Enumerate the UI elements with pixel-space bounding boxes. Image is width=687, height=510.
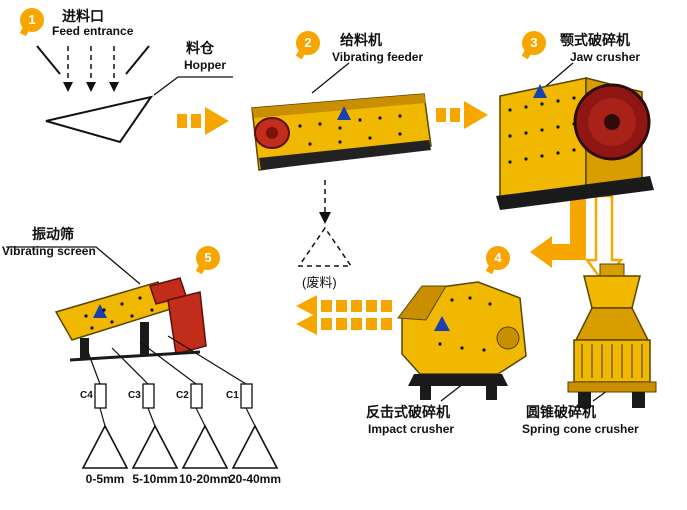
feed-flow-arrows-icon bbox=[63, 46, 119, 92]
step-badge-5: 5 bbox=[196, 246, 220, 270]
step-badge-4: 4 bbox=[486, 246, 510, 270]
impact-crusher-label-en: Impact crusher bbox=[368, 422, 455, 436]
vibrating-feeder-illustration bbox=[251, 93, 432, 171]
product-pile-icons bbox=[81, 424, 279, 469]
arrow-crushers-to-screen-top-icon bbox=[296, 295, 392, 317]
vibrating-feeder-label-en: Vibrating feeder bbox=[332, 50, 424, 64]
pile-size-20-40: 20-40mm bbox=[228, 472, 282, 486]
arrow-crushers-to-screen-bottom-icon bbox=[296, 313, 392, 335]
grade-code-c1: C1 bbox=[226, 390, 239, 401]
impact-crusher-illustration bbox=[397, 281, 527, 400]
arrow-feeder-to-jaw-icon bbox=[436, 101, 488, 129]
pile-size-10-20: 10-20mm bbox=[178, 472, 232, 486]
screen-output-lines bbox=[87, 335, 256, 427]
cone-crusher-label-en: Spring cone crusher bbox=[522, 422, 639, 436]
step-badge-2: 2 bbox=[296, 31, 320, 55]
step-badge-1: 1 bbox=[20, 8, 44, 32]
hopper-label-en: Hopper bbox=[184, 58, 226, 72]
jaw-crusher-illustration bbox=[496, 77, 654, 210]
vibrating-screen-illustration bbox=[54, 277, 207, 362]
vibrating-screen-label-en: Vibrating screen bbox=[2, 244, 96, 258]
vibrating-screen-label-zh: 振动筛 bbox=[32, 226, 74, 242]
vibrating-feeder-label-zh: 给料机 bbox=[340, 32, 382, 48]
hopper-funnel-icon bbox=[36, 45, 150, 75]
feed-entrance-label-zh: 进料口 bbox=[62, 8, 104, 24]
grade-boxes bbox=[94, 383, 253, 409]
grade-code-c4: C4 bbox=[80, 390, 93, 401]
hopper-wedge-icon bbox=[45, 95, 154, 144]
hopper-label-zh: 料仓 bbox=[186, 40, 214, 56]
waste-label: (废料) bbox=[302, 275, 337, 290]
arrow-jaw-down-left-icon bbox=[530, 192, 586, 268]
jaw-crusher-label-zh: 颚式破碎机 bbox=[560, 32, 630, 48]
cone-crusher-illustration bbox=[567, 263, 657, 408]
pile-size-0-5: 0-5mm bbox=[85, 472, 125, 486]
grade-code-c2: C2 bbox=[176, 390, 189, 401]
impact-crusher-label-zh: 反击式破碎机 bbox=[366, 404, 450, 420]
pile-size-5-10: 5-10mm bbox=[132, 472, 178, 486]
step-badge-3: 3 bbox=[522, 31, 546, 55]
feed-entrance-label-en: Feed entrance bbox=[52, 24, 134, 38]
cone-crusher-label-zh: 圆锥破碎机 bbox=[526, 404, 596, 420]
waste-arrow-icon bbox=[297, 180, 353, 267]
jaw-crusher-label-en: Jaw crusher bbox=[570, 50, 641, 64]
grade-code-c3: C3 bbox=[128, 390, 141, 401]
arrow-hopper-to-feeder-icon bbox=[177, 107, 229, 135]
